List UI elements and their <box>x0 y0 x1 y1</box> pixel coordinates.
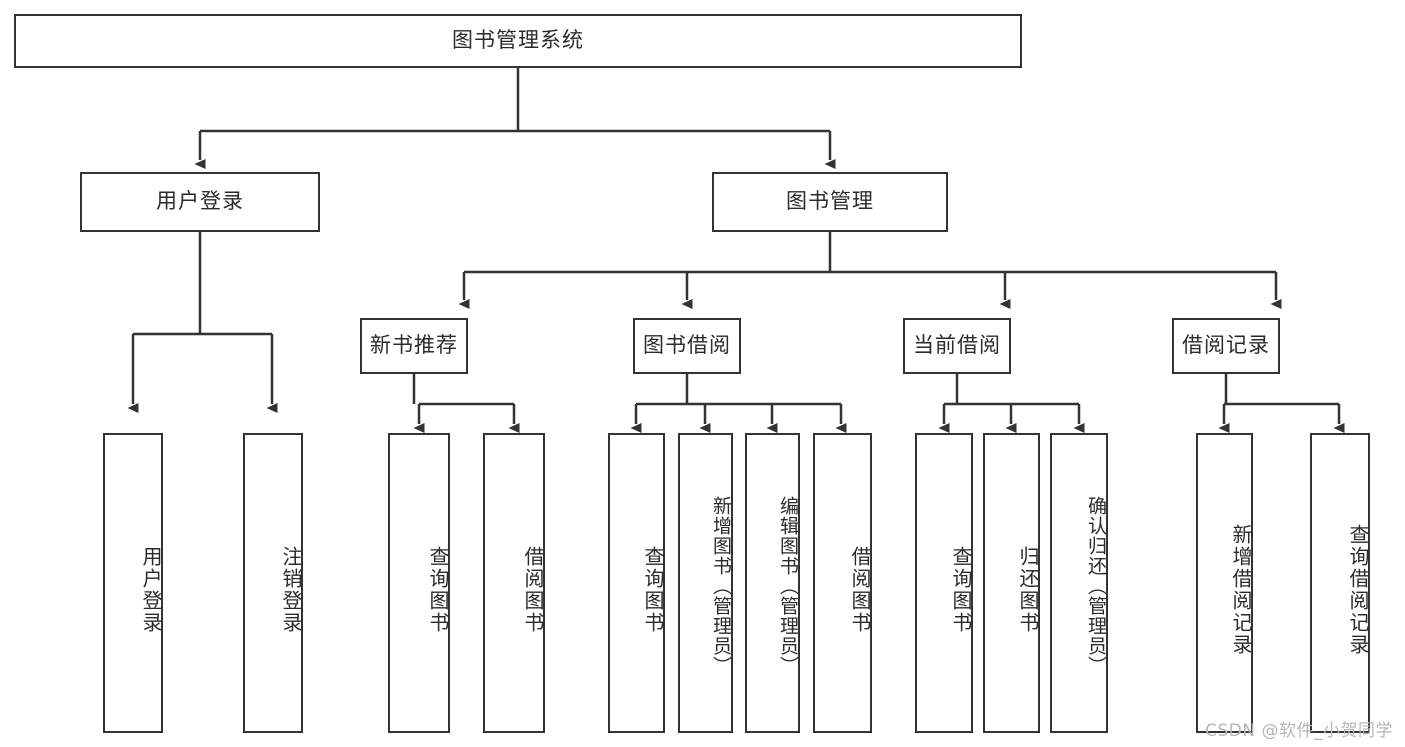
leaf-record-add-record[interactable]: 新增借阅记录 <box>1196 433 1253 733</box>
leaf-borrow-query-book[interactable]: 查询图书 <box>608 433 665 733</box>
node-label: 借阅图书 <box>848 546 872 634</box>
leaf-record-query-record[interactable]: 查询借阅记录 <box>1310 433 1370 733</box>
leaf-borrow-add-book-admin[interactable]: 新增图书（管理员） <box>678 433 733 733</box>
node-root-system[interactable]: 图书管理系统 <box>14 14 1022 68</box>
csdn-watermark: CSDN @软件_小贺同学 <box>1205 721 1393 741</box>
node-label: 查询图书 <box>949 546 973 634</box>
node-label: 图书管理 <box>786 189 874 214</box>
node-label: 图书借阅 <box>643 333 731 358</box>
node-label: 新增借阅记录 <box>1229 524 1253 656</box>
leaf-recommend-borrow-book[interactable]: 借阅图书 <box>483 433 545 733</box>
leaf-user-login-signin[interactable]: 用户登录 <box>103 433 163 733</box>
node-borrow-record[interactable]: 借阅记录 <box>1172 318 1280 374</box>
node-current-borrow[interactable]: 当前借阅 <box>903 318 1011 374</box>
node-new-book-recommend[interactable]: 新书推荐 <box>360 318 468 374</box>
node-book-borrow[interactable]: 图书借阅 <box>633 318 741 374</box>
leaf-recommend-query-book[interactable]: 查询图书 <box>388 433 450 733</box>
node-label: 确认归还（管理员） <box>1085 496 1107 676</box>
node-label: 借阅记录 <box>1182 333 1270 358</box>
node-label: 借阅图书 <box>521 546 545 634</box>
node-label: 新增图书（管理员） <box>710 496 732 676</box>
node-label: 新书推荐 <box>370 333 458 358</box>
node-label: 查询图书 <box>641 546 665 634</box>
leaf-user-login-signout[interactable]: 注销登录 <box>243 433 303 733</box>
node-label: 用户登录 <box>139 546 163 634</box>
leaf-borrow-borrow-book[interactable]: 借阅图书 <box>813 433 872 733</box>
node-label: 查询借阅记录 <box>1346 524 1370 656</box>
node-label: 当前借阅 <box>913 333 1001 358</box>
node-user-login[interactable]: 用户登录 <box>80 172 320 232</box>
node-label: 归还图书 <box>1016 546 1040 634</box>
node-label: 用户登录 <box>156 189 244 214</box>
node-label: 注销登录 <box>279 546 303 634</box>
node-label: 图书管理系统 <box>452 28 584 53</box>
node-label: 查询图书 <box>426 546 450 634</box>
node-label: 编辑图书（管理员） <box>777 496 799 676</box>
leaf-current-query-book[interactable]: 查询图书 <box>915 433 973 733</box>
leaf-borrow-edit-book-admin[interactable]: 编辑图书（管理员） <box>745 433 800 733</box>
leaf-current-confirm-return-admin[interactable]: 确认归还（管理员） <box>1050 433 1108 733</box>
leaf-current-return-book[interactable]: 归还图书 <box>983 433 1040 733</box>
node-book-management[interactable]: 图书管理 <box>712 172 948 232</box>
